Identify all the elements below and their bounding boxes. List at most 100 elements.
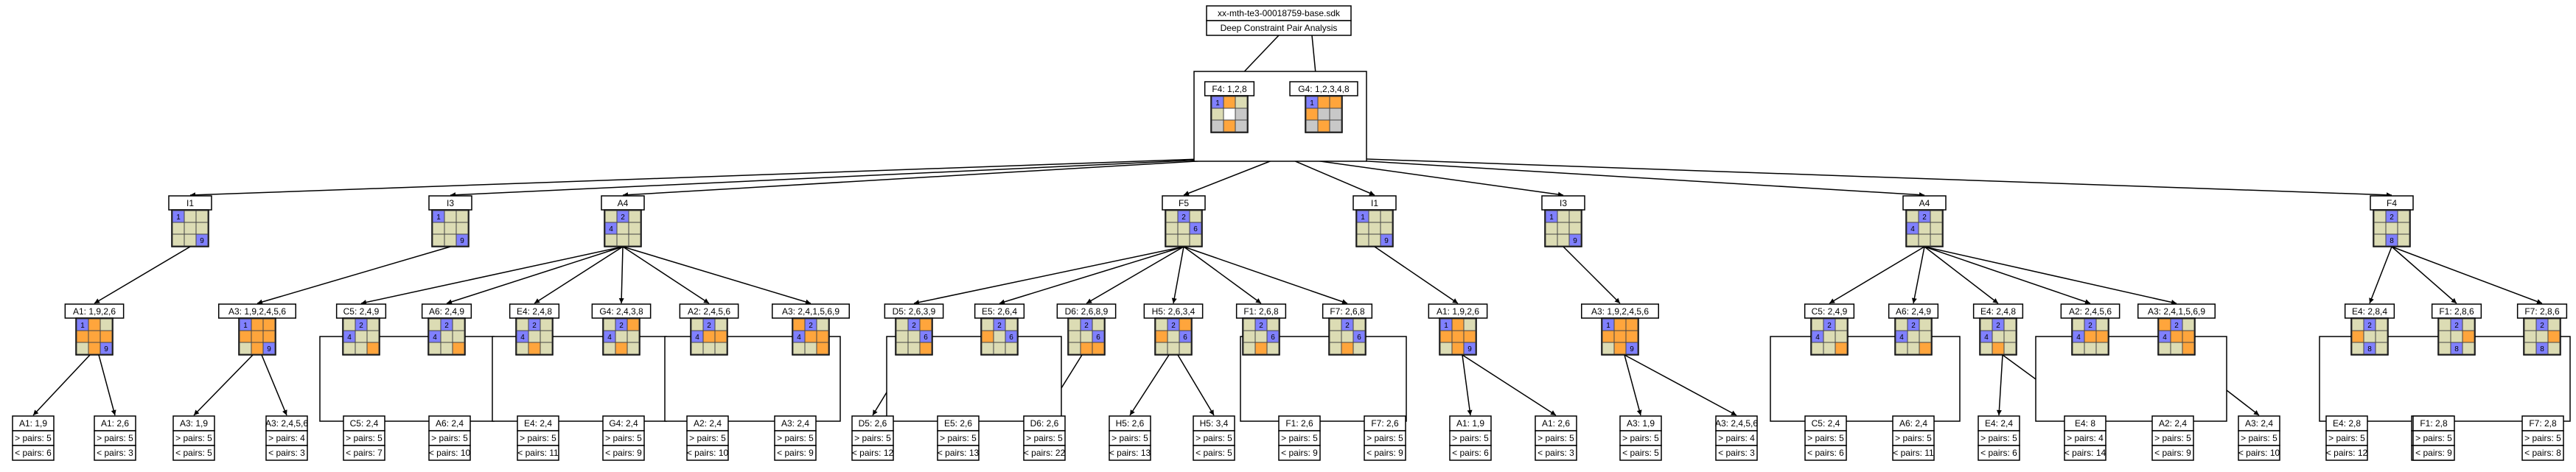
- leaf-row-box: [937, 445, 980, 461]
- leaf-node[interactable]: D5: 2,6> pairs: 5< pairs: 12: [851, 415, 894, 461]
- cell-digit: 8: [2367, 345, 2372, 353]
- leaf-node[interactable]: A3: 2,4> pairs: 5< pairs: 9: [774, 415, 817, 461]
- grid-cell: [1223, 108, 1236, 121]
- level2-node[interactable]: E4: 2,4,824: [509, 303, 560, 356]
- leaf-node[interactable]: A3: 2,4> pairs: 5< pairs: 10: [2238, 415, 2280, 461]
- grid-cell: [1568, 222, 1582, 235]
- level2-node[interactable]: D6: 2,6,8,926: [1056, 303, 1117, 356]
- root-node[interactable]: F4: 1,2,81: [1204, 81, 1255, 133]
- level2-node[interactable]: C5: 2,4,924: [335, 303, 387, 356]
- leaf-label: A1: 2,6: [101, 418, 129, 429]
- leaf-node[interactable]: A3: 2,4,5,6> pairs: 4< pairs: 3: [1715, 415, 1758, 461]
- level2-node[interactable]: A6: 2,4,924: [1888, 303, 1939, 356]
- level2-node[interactable]: A6: 2,4,924: [421, 303, 472, 356]
- leaf-node[interactable]: A1: 1,9> pairs: 5< pairs: 6: [12, 415, 55, 461]
- level2-node[interactable]: F7: 2,6,826: [1322, 303, 1373, 356]
- edge-arrowhead: [999, 299, 1005, 305]
- leaf-node[interactable]: A2: 2,4> pairs: 5< pairs: 9: [2151, 415, 2194, 461]
- level2-node[interactable]: E4: 2,4,824: [1972, 303, 2024, 356]
- grid-cell: [616, 233, 629, 247]
- grid-cell: [366, 330, 380, 343]
- leaf-lt-pairs: < pairs: 9: [777, 448, 814, 458]
- level2-node[interactable]: A2: 2,4,5,624: [2060, 303, 2121, 356]
- leaf-node[interactable]: A6: 2,4> pairs: 5< pairs: 11: [1892, 415, 1935, 461]
- leaf-node[interactable]: C5: 2,4> pairs: 5< pairs: 6: [1804, 415, 1847, 461]
- grid-cell: [2438, 342, 2451, 355]
- leaf-label: D6: 2,6: [1030, 418, 1059, 429]
- leaf-node[interactable]: A6: 2,4> pairs: 5< pairs: 10: [428, 415, 471, 461]
- edge-arrowhead: [1996, 409, 2002, 415]
- level2-node[interactable]: A1: 1,9,2,619: [1428, 303, 1488, 356]
- leaf-node[interactable]: E5: 2,6> pairs: 5< pairs: 13: [937, 415, 980, 461]
- leaf-node[interactable]: H5: 2,6> pairs: 5< pairs: 13: [1109, 415, 1151, 461]
- grid-cell: [804, 330, 817, 343]
- leaf-node[interactable]: D6: 2,6> pairs: 5< pairs: 22: [1023, 415, 1066, 461]
- grid-cell: [1907, 342, 1920, 355]
- leaf-label: D5: 2,6: [859, 418, 887, 429]
- cell-digit: 2: [809, 322, 813, 330]
- tree-edge: [98, 354, 116, 416]
- grid-cell: [251, 318, 264, 331]
- leaf-node[interactable]: F7: 2,8> pairs: 5< pairs: 8: [2521, 415, 2564, 461]
- leaf-node[interactable]: A1: 1,9> pairs: 5< pairs: 6: [1449, 415, 1492, 461]
- level2-node[interactable]: A2: 2,4,5,624: [679, 303, 739, 356]
- level2-node[interactable]: E5: 2,6,426: [974, 303, 1025, 356]
- level2-node[interactable]: A3: 1,9,2,4,5,619: [1581, 303, 1659, 356]
- leaf-node[interactable]: A1: 2,6> pairs: 5< pairs: 3: [1535, 415, 1577, 461]
- level2-node[interactable]: H5: 2,6,3,426: [1143, 303, 1204, 356]
- leaf-node[interactable]: H5: 3,4> pairs: 5< pairs: 5: [1193, 415, 1235, 461]
- leaf-lt-pairs: < pairs: 12: [852, 448, 894, 458]
- leaf-node[interactable]: F1: 2,8> pairs: 5< pairs: 9: [2412, 415, 2455, 461]
- leaf-node[interactable]: G4: 2,4> pairs: 5< pairs: 9: [602, 415, 645, 461]
- leaf-node[interactable]: A2: 2,4> pairs: 5< pairs: 10: [686, 415, 729, 461]
- level2-node[interactable]: G4: 2,4,3,824: [591, 303, 652, 356]
- level2-node[interactable]: A3: 1,9,2,4,5,619: [218, 303, 296, 356]
- grid-cell: [2375, 342, 2388, 355]
- level2-node[interactable]: E4: 2,8,428: [2344, 303, 2395, 356]
- cell-digit: 4: [1815, 334, 1820, 342]
- level2-node[interactable]: A1: 1,9,2,619: [64, 303, 125, 356]
- leaf-lt-pairs: < pairs: 3: [1537, 448, 1574, 458]
- leaf-node[interactable]: E4: 8> pairs: 4< pairs: 14: [2064, 415, 2106, 461]
- cell-digit: 2: [707, 322, 711, 330]
- leaf-label: F7: 2,6: [1371, 418, 1399, 429]
- grid-cell: [1235, 108, 1248, 121]
- level2-node[interactable]: D5: 2,6,3,926: [884, 303, 944, 356]
- leaf-node[interactable]: F7: 2,6> pairs: 5< pairs: 9: [1364, 415, 1406, 461]
- leaf-label: F1: 2,6: [1285, 418, 1313, 429]
- cell-digit: 8: [2454, 345, 2459, 353]
- leaf-node[interactable]: A3: 1,9> pairs: 5< pairs: 5: [172, 415, 215, 461]
- level2-node[interactable]: A3: 2,4,1,5,6,924: [772, 303, 850, 356]
- node-label: A3: 2,4,1,5,6,9: [782, 306, 840, 317]
- level2-node[interactable]: A3: 2,4,1,5,6,924: [2137, 303, 2216, 356]
- root-node[interactable]: G4: 1,2,3,4,81: [1289, 81, 1358, 133]
- grid-cell: [1992, 342, 2005, 355]
- grid-cell: [804, 342, 817, 355]
- leaf-row-box: [12, 445, 55, 461]
- leaf-node[interactable]: F1: 2,6> pairs: 5< pairs: 9: [1278, 415, 1321, 461]
- leaf-node[interactable]: E4: 2,8> pairs: 5< pairs: 12: [2325, 415, 2368, 461]
- leaf-node[interactable]: A3: 2,4,5,6> pairs: 4< pairs: 3: [265, 415, 308, 461]
- level2-node[interactable]: F1: 2,8,628: [2431, 303, 2482, 356]
- leaf-node[interactable]: E4: 2,4> pairs: 5< pairs: 6: [1978, 415, 2020, 461]
- leaf-node[interactable]: E4: 2,4> pairs: 5< pairs: 11: [517, 415, 559, 461]
- level2-node[interactable]: F7: 2,8,628: [2516, 303, 2568, 356]
- grid-cell: [1380, 233, 1393, 247]
- leaf-node[interactable]: A3: 1,9> pairs: 5< pairs: 5: [1619, 415, 1662, 461]
- leaf-gt-pairs: > pairs: 5: [2154, 433, 2191, 443]
- level2-node[interactable]: F1: 2,6,826: [1235, 303, 1287, 356]
- leaf-node[interactable]: C5: 2,4> pairs: 5< pairs: 7: [343, 415, 385, 461]
- leaf-node[interactable]: A1: 2,6> pairs: 5< pairs: 3: [94, 415, 136, 461]
- level2-node[interactable]: C5: 2,4,924: [1804, 303, 1855, 356]
- edge-arrowhead: [111, 409, 116, 415]
- leaf-row-box: [172, 445, 215, 461]
- grid-cell: [1625, 318, 1638, 331]
